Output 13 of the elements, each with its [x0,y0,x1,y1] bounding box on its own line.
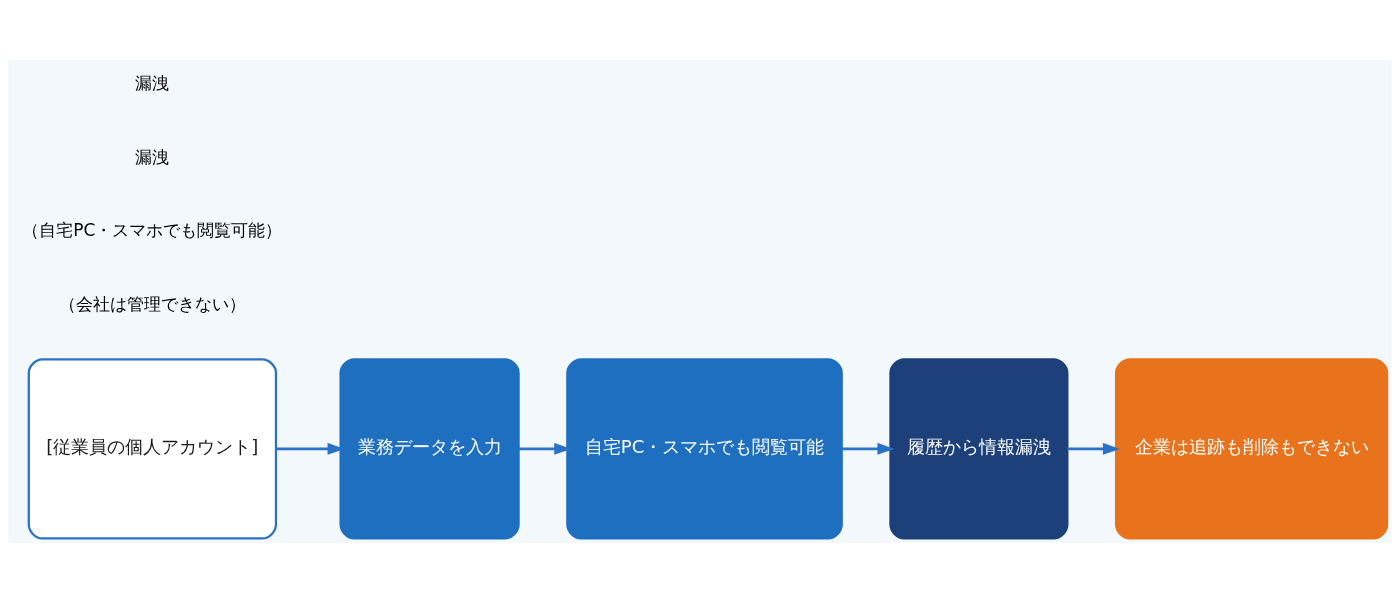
arrow [276,442,345,455]
label: 漏洩 [135,72,170,93]
label: 漏洩 [135,146,170,167]
arrow [1067,442,1120,455]
arrow [841,442,895,455]
label: （自宅PC・スマホでも閲覧可能） [22,220,283,241]
node-box: 履歴から情報漏洩 [889,358,1069,540]
node-box: 自宅PC・スマホでも閲覧可能 [566,358,843,540]
label: （会社は管理できない） [58,294,246,314]
arrow [518,442,572,455]
node-box: 企業は追跡も削除もできない [1114,358,1389,540]
node-box: [従業員の個人アカウント] [27,358,278,540]
node-box: 業務データを入力 [339,358,520,540]
